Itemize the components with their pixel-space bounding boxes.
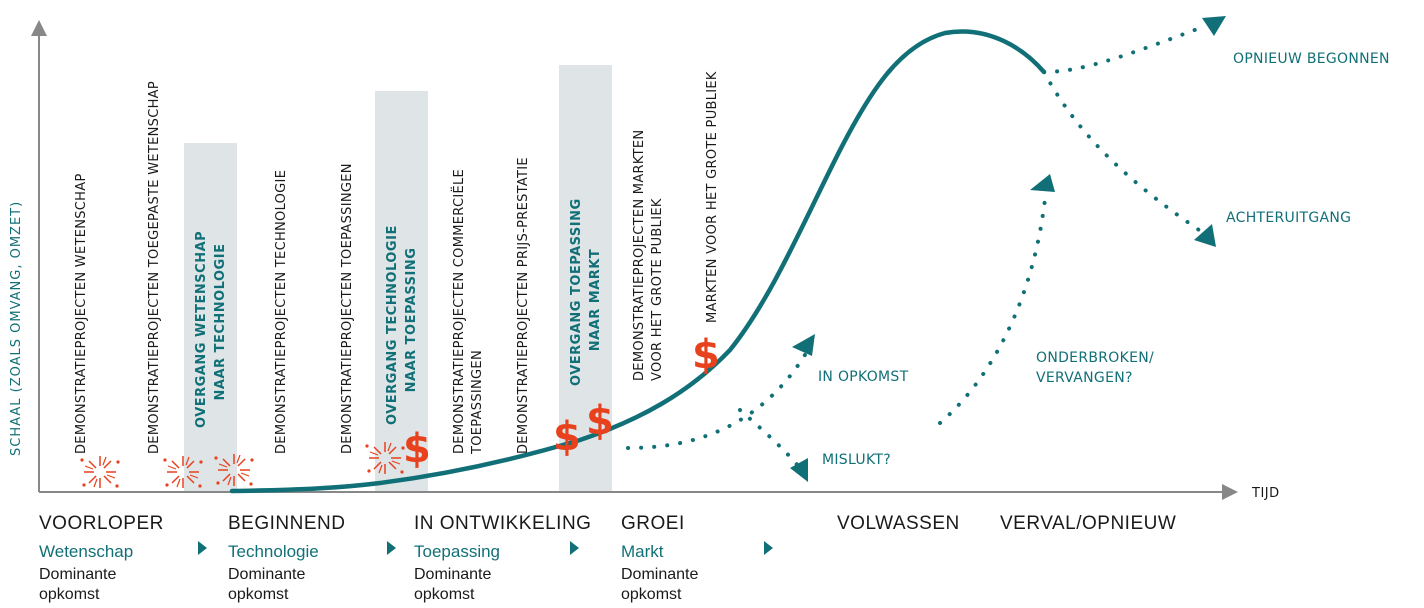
outcome-failed: MISLUKT? — [822, 452, 891, 468]
y-axis-title: SCHAAL (ZOALS OMVANG, OMZET) — [9, 201, 24, 456]
decline-arrow-icon — [1194, 224, 1216, 247]
transition-band-2 — [375, 91, 428, 492]
stage-1-dominant: Dominante opkomst — [39, 565, 159, 605]
stage-5-name: VOLWASSEN — [837, 513, 960, 534]
outcome-interrupted-2: VERVANGEN? — [1036, 370, 1133, 386]
stage-1-sub: Wetenschap — [39, 542, 134, 561]
stage-4-dominant: Dominante opkomst — [621, 565, 741, 605]
outcome-restart: OPNIEUW BEGONNEN — [1233, 51, 1390, 67]
outcome-emerging: IN OPKOMST — [818, 369, 909, 385]
stage-3-dominant: Dominante opkomst — [414, 565, 534, 605]
column-label-4: DEMONSTRATIEPROJECTEN TOEPASSINGEN — [340, 163, 355, 454]
dollar-icon-2: $ — [553, 414, 581, 460]
emerging-arrow-icon — [792, 334, 815, 356]
branch-restart — [1042, 26, 1202, 74]
growth-curve — [229, 29, 1047, 494]
stage-4-name: GROEI — [621, 513, 685, 534]
column-label-3: DEMONSTRATIEPROJECTEN TECHNOLOGIE — [274, 170, 289, 454]
dollar-icon-4: $ — [692, 332, 720, 378]
column-label-8: MARKTEN VOOR HET GROTE PUBLIEK — [705, 71, 720, 323]
stage-1-dom-line2: opkomst — [39, 586, 100, 603]
column-label-7b: VOOR HET GROTE PUBLIEK — [650, 198, 665, 381]
x-axis-title: TIJD — [1251, 486, 1280, 501]
spark-icon-1 — [79, 455, 121, 489]
stage-4-sub: Markt — [621, 542, 664, 561]
stage-1-name: VOORLOPER — [39, 513, 164, 534]
stage-arrow-icon-2 — [387, 541, 396, 555]
stage-arrow-icon-4 — [764, 541, 773, 555]
interrupted-arrow-icon — [1030, 174, 1055, 192]
restart-arrow-icon — [1202, 16, 1226, 36]
column-label-5b: TOEPASSINGEN — [470, 350, 485, 455]
stage-3-sub: Toepassing — [414, 542, 501, 561]
stage-2-dom-line2: opkomst — [228, 586, 289, 603]
transition-label-2a: OVERGANG TECHNOLOGIE — [385, 225, 400, 425]
x-axis-arrow-icon — [1222, 484, 1238, 500]
failed-arrow-icon — [790, 458, 808, 482]
stage-2-dominant: Dominante opkomst — [228, 565, 348, 605]
stage-3-name: IN ONTWIKKELING — [414, 513, 592, 534]
transition-band-1 — [184, 143, 237, 492]
transition-label-1a: OVERGANG WETENSCHAP — [194, 231, 209, 428]
dollar-icon-3: $ — [586, 398, 614, 444]
outcome-decline: ACHTERUITGANG — [1226, 210, 1351, 226]
stage-3-dom-line1: Dominante — [414, 566, 492, 583]
stage-2-sub: Technologie — [228, 542, 319, 561]
branch-decline — [1042, 70, 1204, 234]
stage-4-dom-line1: Dominante — [621, 566, 699, 583]
transition-label-3b: NAAR MARKT — [588, 249, 603, 352]
stage-4-dom-line2: opkomst — [621, 586, 682, 603]
column-label-7a: DEMONSTRATIEPROJECTEN MARKTEN — [632, 130, 647, 381]
stage-arrow-icon-1 — [198, 541, 207, 555]
outcome-interrupted-1: ONDERBROKEN/ — [1036, 350, 1154, 366]
transition-label-2b: NAAR TOEPASSING — [404, 248, 419, 393]
stage-6-name: VERVAL/OPNIEUW — [1000, 513, 1177, 534]
stage-arrow-icon-3 — [570, 541, 579, 555]
column-label-5a: DEMONSTRATIEPROJECTEN COMMERCIËLE — [451, 169, 467, 454]
transition-band-3 — [559, 65, 612, 492]
stage-2-name: BEGINNEND — [228, 513, 346, 534]
branch-emerging — [626, 348, 810, 450]
column-label-6: DEMONSTRATIEPROJECTEN PRIJS-PRESTATIE — [516, 157, 531, 454]
transition-label-3a: OVERGANG TOEPASSING — [569, 198, 584, 386]
column-label-1: DEMONSTRATIEPROJECTEN WETENSCHAP — [74, 173, 89, 454]
column-label-2: DEMONSTRATIEPROJECTEN TOEGEPASTE WETENSC… — [147, 81, 162, 454]
stage-1-dom-line1: Dominante — [39, 566, 117, 583]
branch-interrupted — [938, 188, 1048, 425]
stage-3-dom-line2: opkomst — [414, 586, 475, 603]
stage-2-dom-line1: Dominante — [228, 566, 306, 583]
dollar-icon-1: $ — [403, 426, 431, 472]
transition-label-1b: NAAR TECHNOLOGIE — [213, 244, 228, 401]
branch-failed — [738, 408, 802, 470]
y-axis-arrow-icon — [31, 20, 47, 36]
